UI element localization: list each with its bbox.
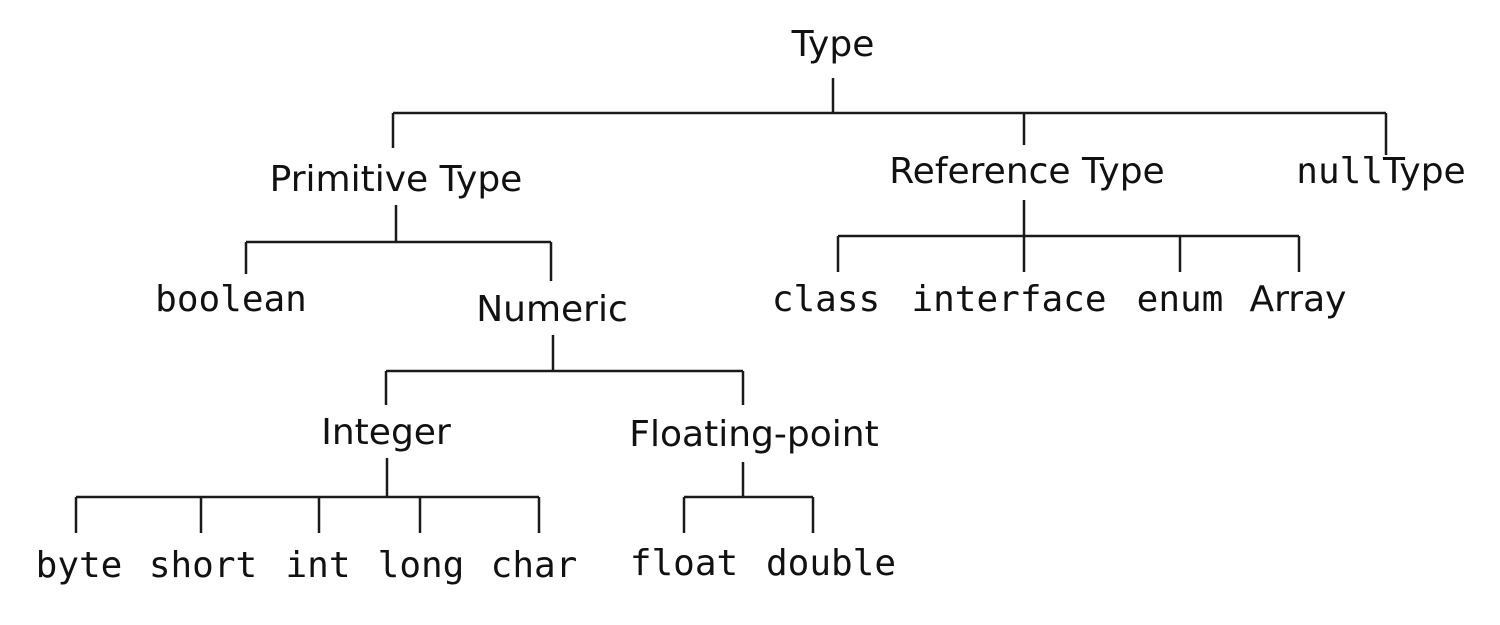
node-short: short — [148, 545, 258, 586]
node-integer: Integer — [321, 412, 451, 453]
node-boolean: boolean — [155, 279, 307, 320]
node-type-root: Type — [791, 24, 875, 65]
node-class: class — [771, 279, 881, 320]
node-long: long — [377, 545, 465, 586]
node-floating-point: Floating-point — [629, 414, 879, 455]
node-numeric: Numeric — [476, 289, 628, 330]
node-interface: interface — [911, 279, 1107, 320]
node-null-type: nullType — [1296, 154, 1465, 190]
node-float: float — [629, 543, 739, 584]
node-array: Array — [1249, 279, 1347, 320]
node-double: double — [765, 543, 897, 584]
node-enum: enum — [1136, 279, 1224, 320]
node-primitive-type: Primitive Type — [269, 159, 523, 200]
node-char: char — [490, 545, 578, 586]
node-int: int — [285, 545, 351, 586]
null-type-suffix: Type — [1383, 151, 1466, 192]
node-reference-type: Reference Type — [889, 151, 1165, 192]
null-keyword: null — [1296, 151, 1384, 192]
node-byte: byte — [35, 545, 123, 586]
